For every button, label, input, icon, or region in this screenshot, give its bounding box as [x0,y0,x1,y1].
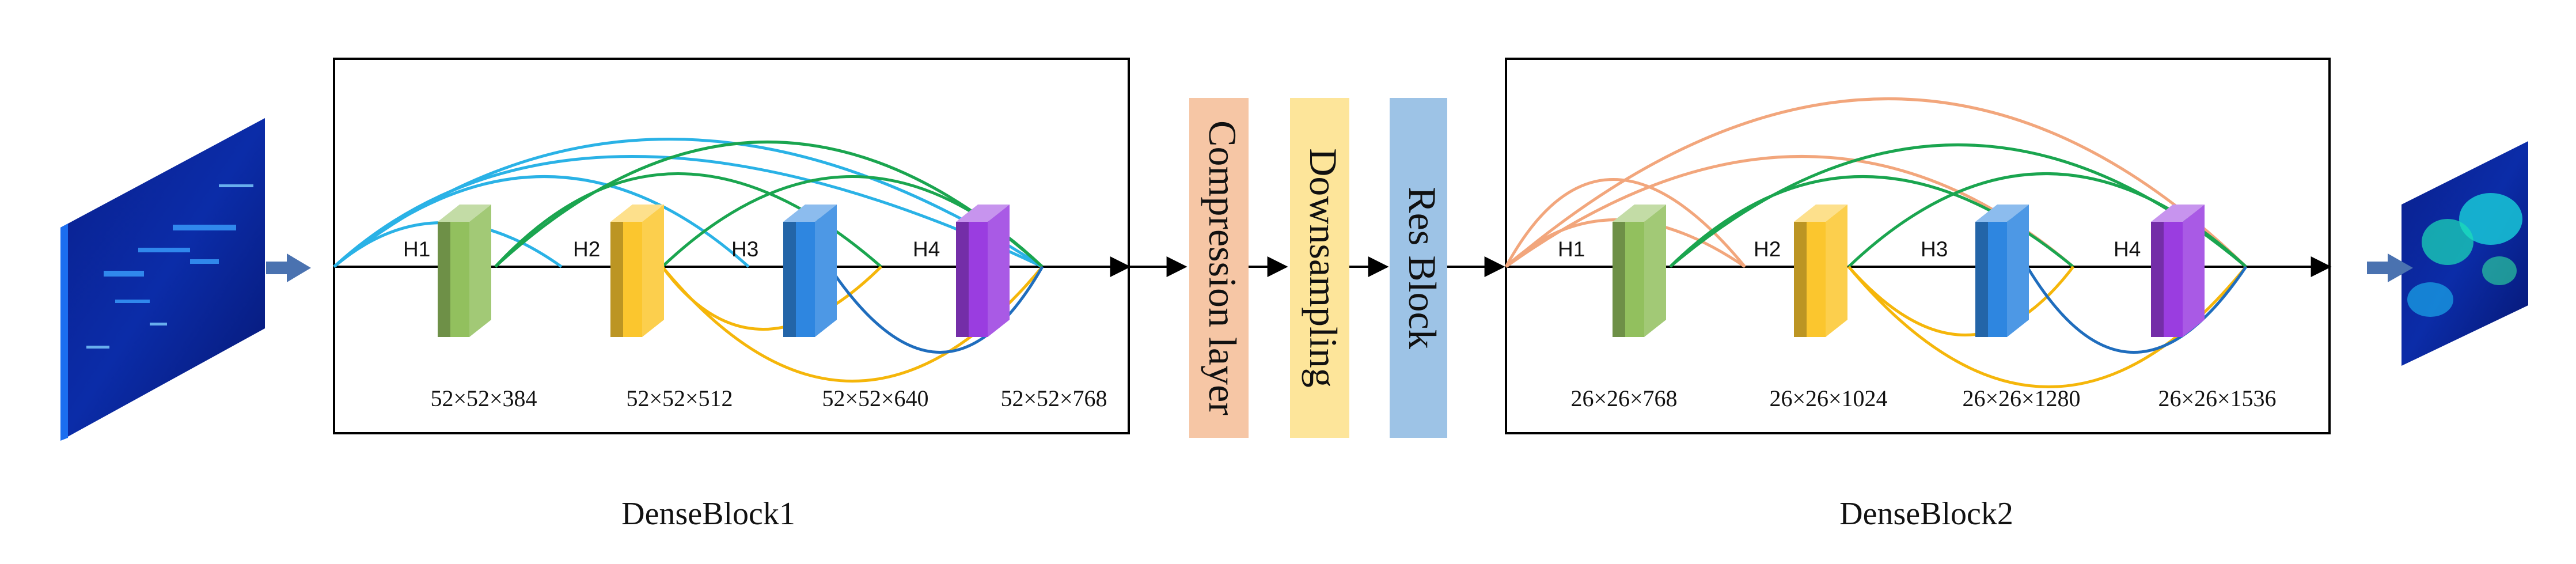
downsampling-label: Downsampling [1302,148,1345,388]
layer-label: H2 [1754,237,1781,261]
denseblock1-caption: DenseBlock1 [621,496,795,532]
layer-cuboid-blue [783,205,837,337]
layer-dimension: 26×26×1536 [2158,385,2276,411]
layers-group: H1 52×52×384 H2 52×52×512 H3 52×52×640 H4 52×52… [403,205,2277,411]
denseblock2-caption: DenseBlock2 [1839,496,2013,532]
layer-label: H4 [913,237,940,261]
layer-dimension: 26×26×1024 [1769,385,1887,411]
layer-label: H3 [1921,237,1948,261]
layer-label: H4 [2114,237,2141,261]
output-feature-map [2402,141,2528,366]
layer-label: H1 [1558,237,1585,261]
layer-cuboid-purple [956,205,1010,337]
layer-cuboid-green [438,205,491,337]
layer-dimension: 52×52×768 [1000,385,1107,411]
res-block-label: Res Block [1401,187,1444,349]
layer-label: H2 [573,237,600,261]
layer-dimension: 52×52×640 [822,385,928,411]
compression-layer-block: Compression layer [1189,98,1249,438]
input-feature-map [60,118,265,441]
input-arrow [266,253,311,282]
output-arrow [2367,253,2413,282]
compression-layer-label: Compression layer [1201,120,1245,415]
denseblock1-frame [333,58,1130,434]
layer-label: H1 [403,237,430,261]
layer-cuboid-yellow [1794,205,1847,337]
layer-cuboid-green [1613,205,1666,337]
denseblock2-frame [1505,58,2331,434]
layer-label: H3 [731,237,758,261]
res-block: Res Block [1390,98,1447,438]
layer-cuboid-purple [2151,205,2205,337]
downsampling-block: Downsampling [1290,98,1349,438]
layer-dimension: 26×26×768 [1570,385,1677,411]
layer-cuboid-yellow [610,205,664,337]
layer-cuboid-blue [1975,205,2029,337]
layer-dimension: 52×52×512 [626,385,733,411]
layer-dimension: 26×26×1280 [1962,385,2080,411]
layer-dimension: 52×52×384 [430,385,537,411]
